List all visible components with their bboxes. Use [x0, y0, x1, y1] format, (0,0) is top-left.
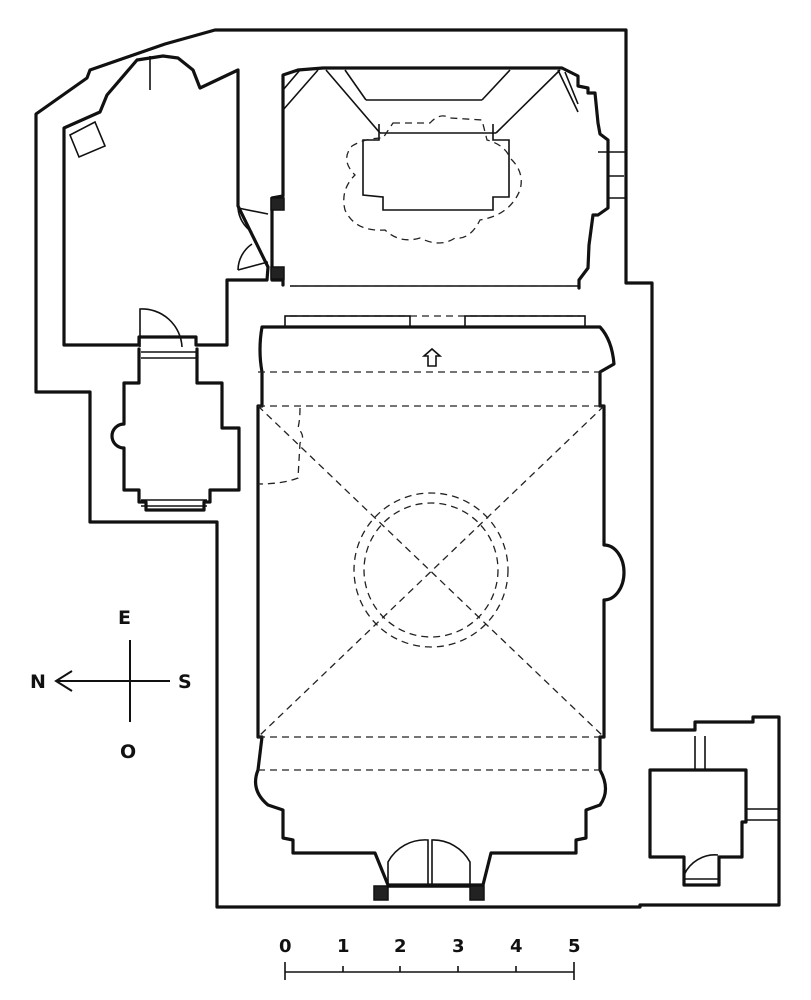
pier [270, 266, 285, 280]
up-arrow-icon [421, 347, 443, 367]
compass: E N S O [30, 607, 192, 763]
sanctuary [270, 66, 627, 290]
north-west-room [62, 54, 270, 348]
scale-tick-2: 2 [394, 936, 407, 957]
font-outline [257, 407, 304, 485]
door-arc [237, 207, 269, 233]
entrance [373, 839, 485, 901]
small-chamber [110, 347, 241, 512]
scale-tick-4: 4 [510, 936, 523, 957]
arrow-north-icon [54, 670, 73, 692]
compass-south-label: S [178, 671, 192, 693]
scale-tick-0: 0 [279, 936, 292, 957]
scale-tick-5: 5 [568, 936, 581, 957]
compass-east-label: E [118, 607, 131, 629]
scale-tick-3: 3 [452, 936, 465, 957]
outer-enclosure [34, 28, 781, 909]
pier [270, 197, 285, 211]
pier [469, 885, 485, 901]
scale-tick-1: 1 [337, 936, 350, 957]
dashed-altar-outline [343, 115, 522, 244]
nave [254, 325, 626, 887]
dome-circle-outer [353, 492, 509, 648]
scale-bar: 0 1 2 3 4 5 [279, 936, 581, 980]
compass-west-label: O [120, 741, 136, 763]
compass-north-label: N [30, 671, 46, 693]
south-east-annex [648, 736, 779, 887]
pier [373, 885, 389, 901]
dome-circle-inner [363, 502, 499, 638]
niche [68, 120, 107, 159]
door-arc [139, 308, 183, 348]
